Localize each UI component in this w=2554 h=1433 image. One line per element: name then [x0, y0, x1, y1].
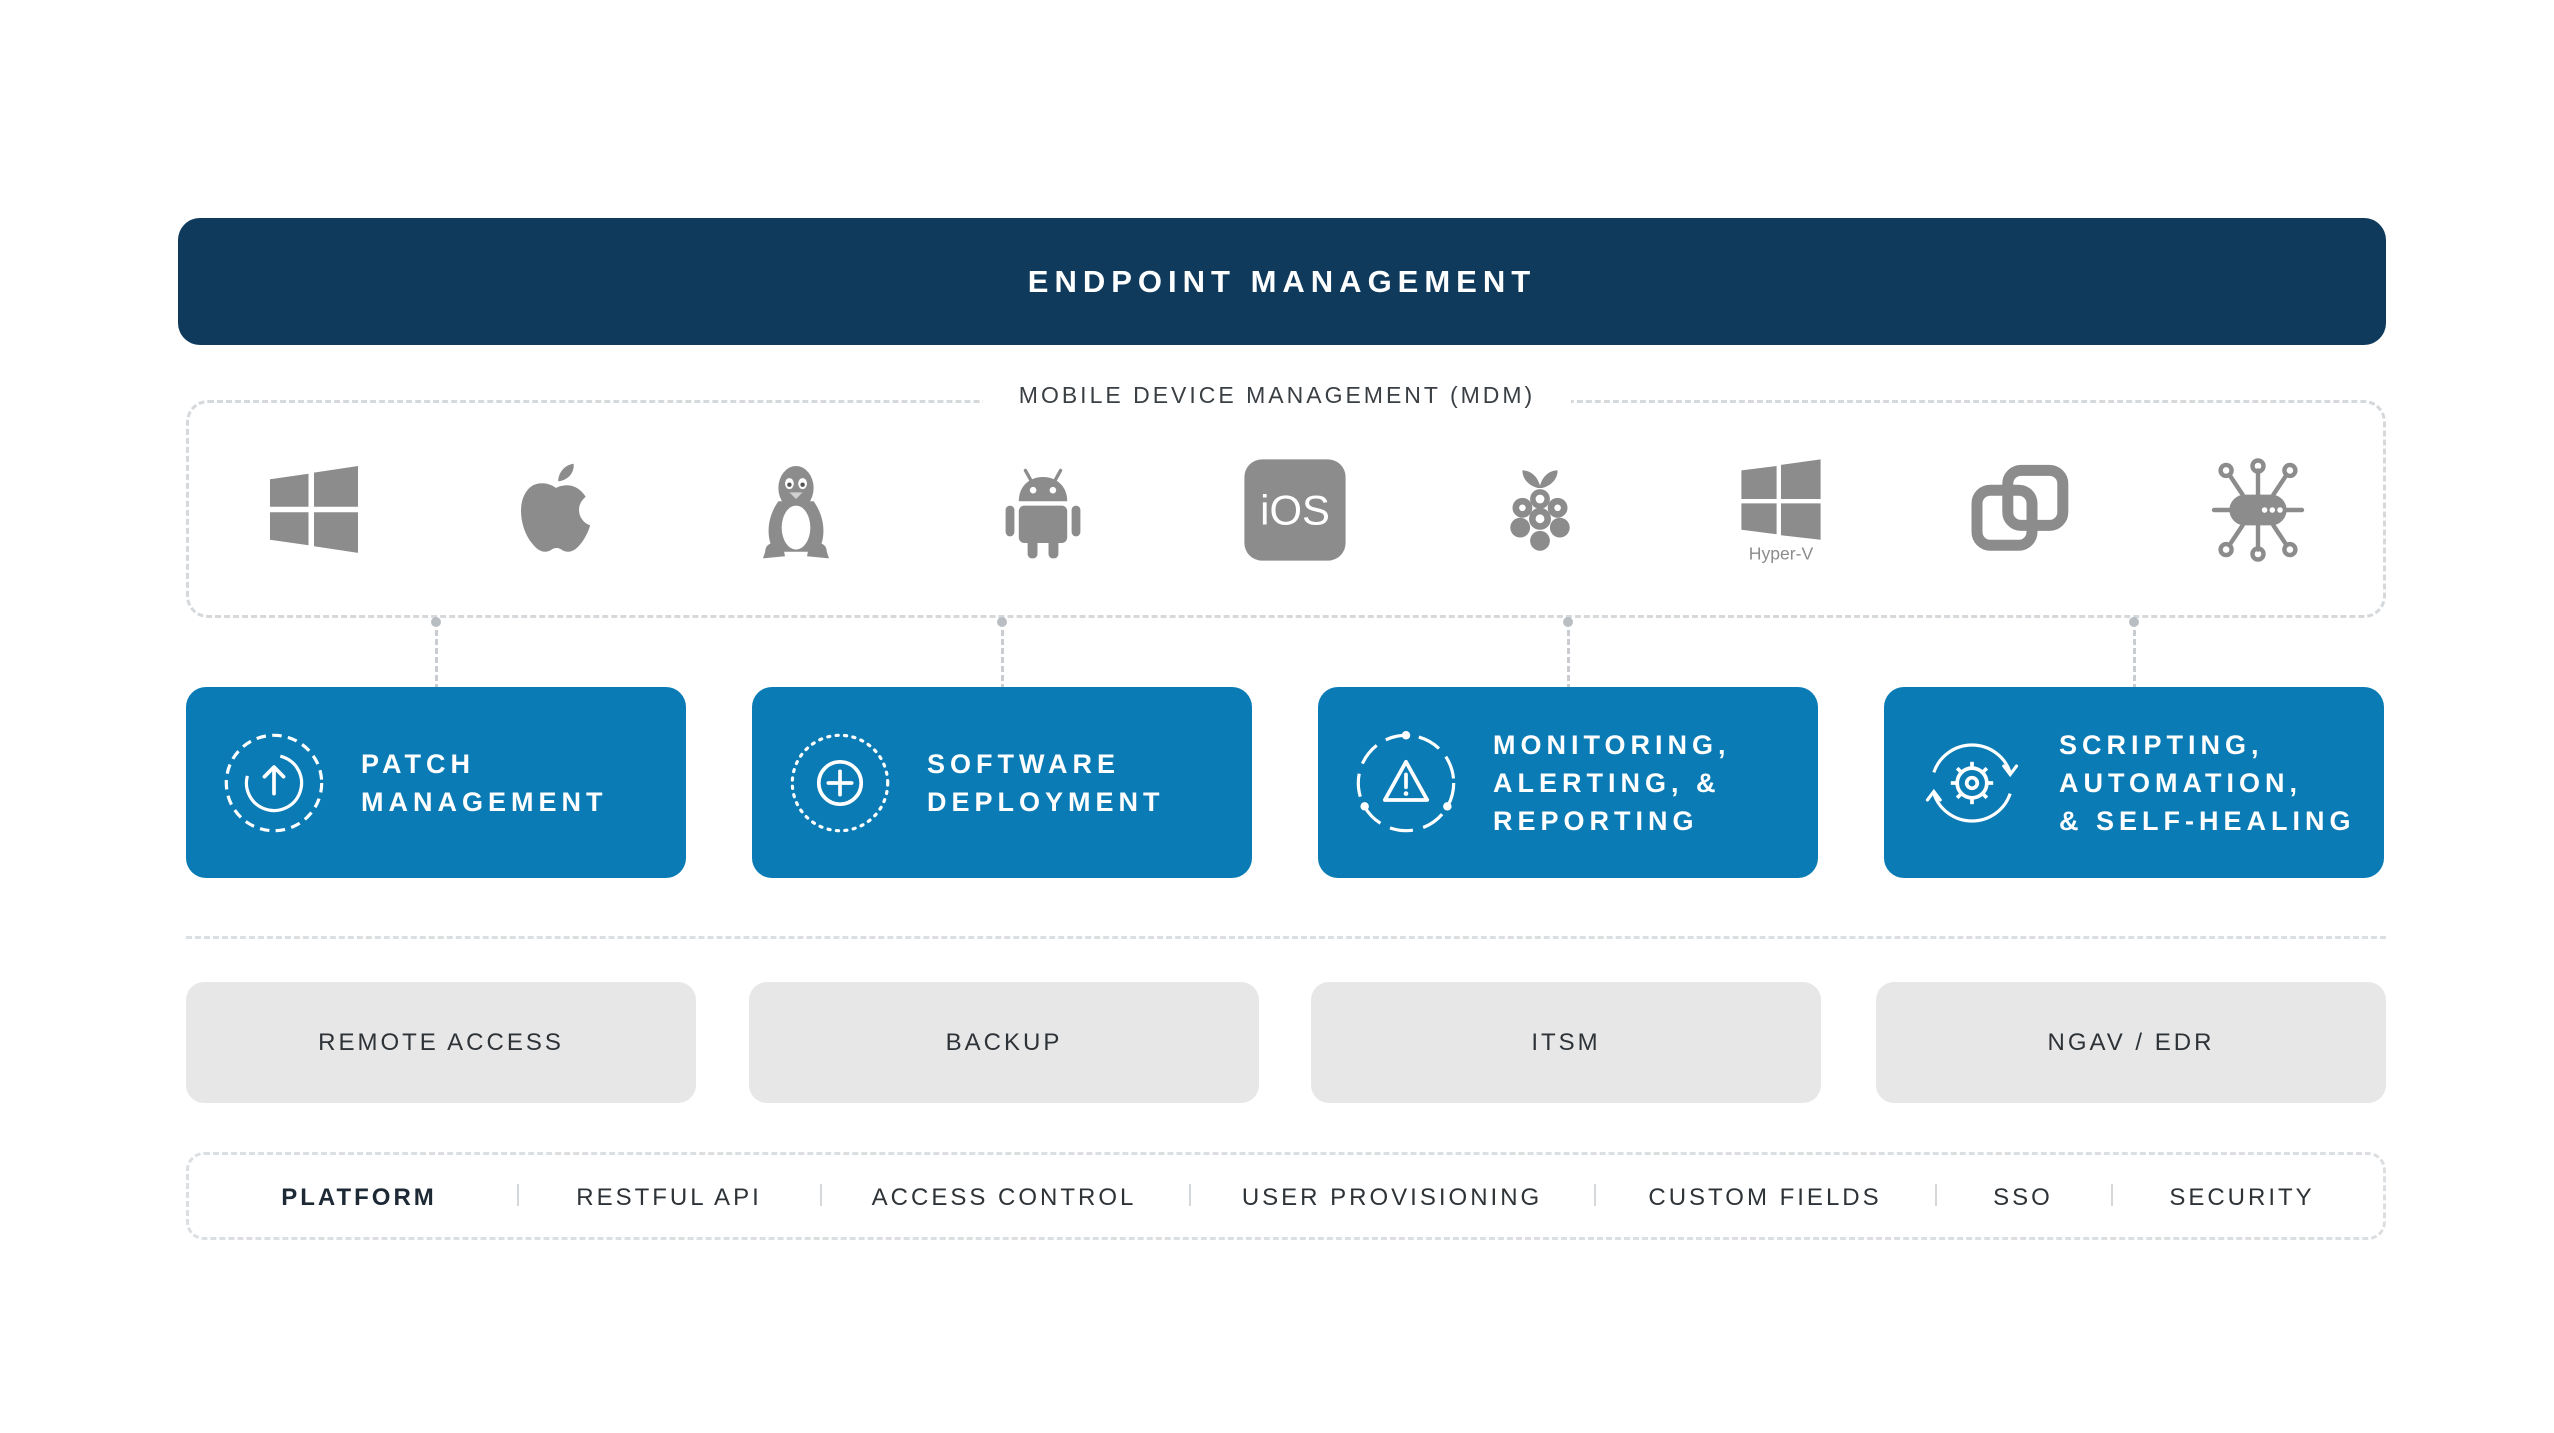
feature-software-deployment: SOFTWARE DEPLOYMENT — [752, 687, 1252, 878]
feature-label: SCRIPTING, AUTOMATION, & SELF-HEALING — [2059, 729, 2356, 836]
connector-dot — [1563, 617, 1573, 627]
apple-icon — [501, 455, 611, 565]
ios-icon: iOS — [1240, 455, 1350, 565]
module-remote-access: REMOTE ACCESS — [186, 982, 696, 1103]
platform-separator — [1189, 1184, 1191, 1206]
deploy-plus-icon — [787, 730, 893, 836]
connector-line — [2133, 630, 2136, 690]
hyper-v-label: Hyper-V — [1749, 544, 1814, 564]
platform-item-restful-api: RESTFUL API — [576, 1184, 762, 1211]
connector-dot — [997, 617, 1007, 627]
platform-item-user-provisioning: USER PROVISIONING — [1241, 1184, 1543, 1211]
module-itsm: ITSM — [1311, 982, 1821, 1103]
connector-line — [435, 630, 438, 690]
connector-dot — [2129, 617, 2139, 627]
raspberry-pi-icon — [1485, 455, 1595, 565]
platform-item-access-control: ACCESS CONTROL — [871, 1184, 1137, 1211]
platform-separator — [517, 1184, 519, 1206]
connector-dot — [431, 617, 441, 627]
mdm-label-wrap: MOBILE DEVICE MANAGEMENT (MDM) — [0, 382, 2554, 409]
connector-line — [1001, 630, 1004, 690]
endpoint-management-header: ENDPOINT MANAGEMENT — [178, 218, 2386, 345]
module-ngav-edr: NGAV / EDR — [1876, 982, 2386, 1103]
platform-label: PLATFORM — [281, 1184, 437, 1211]
header-title: ENDPOINT MANAGEMENT — [1027, 263, 1537, 299]
feature-label: MONITORING, ALERTING, & REPORTING — [1493, 729, 1731, 836]
ios-icon-label: iOS — [1260, 486, 1330, 533]
automation-gear-icon — [1919, 730, 2025, 836]
android-icon — [988, 455, 1098, 565]
feature-label: SOFTWARE DEPLOYMENT — [927, 748, 1165, 817]
feature-monitoring-alerting: MONITORING, ALERTING, & REPORTING — [1318, 687, 1818, 878]
platform-separator — [2111, 1184, 2113, 1206]
vmware-icon — [1966, 455, 2076, 565]
platform-item-security: SECURITY — [2169, 1184, 2315, 1211]
section-divider — [186, 936, 2386, 939]
platform-separator — [820, 1184, 822, 1206]
platform-separator — [1935, 1184, 1937, 1206]
linux-icon — [741, 455, 851, 565]
alert-warning-icon — [1353, 730, 1459, 836]
connector-line — [1567, 630, 1570, 690]
module-backup: BACKUP — [749, 982, 1259, 1103]
network-device-icon — [2203, 455, 2313, 565]
feature-label: PATCH MANAGEMENT — [361, 748, 608, 817]
platform-item-sso: SSO — [1993, 1184, 2053, 1211]
platform-item-custom-fields: CUSTOM FIELDS — [1648, 1184, 1882, 1211]
hyper-v-icon: Hyper-V — [1726, 455, 1836, 565]
patch-upload-icon — [221, 730, 327, 836]
windows-icon — [259, 455, 369, 565]
mdm-label: MOBILE DEVICE MANAGEMENT (MDM) — [982, 382, 1572, 408]
feature-patch-management: PATCH MANAGEMENT — [186, 687, 686, 878]
platform-separator — [1594, 1184, 1596, 1206]
platform-bar — [186, 1152, 2386, 1240]
feature-scripting-automation: SCRIPTING, AUTOMATION, & SELF-HEALING — [1884, 687, 2384, 878]
